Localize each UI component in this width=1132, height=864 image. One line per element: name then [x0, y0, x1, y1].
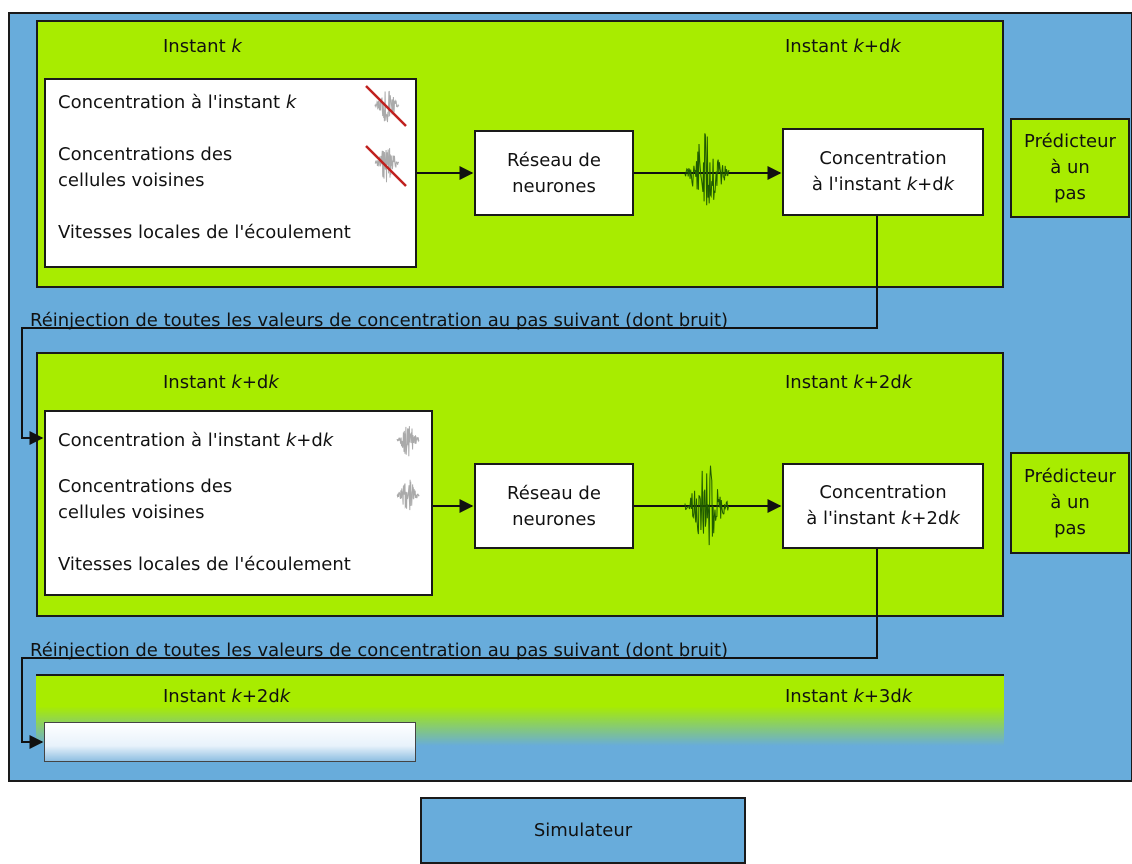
simulator-box: Simulateur [420, 797, 746, 864]
step2-instant-right: Instant k+2dk [785, 372, 913, 393]
step2-instant-left: Instant k+dk [163, 372, 279, 393]
reinjection-arrow-1 [21, 216, 878, 445]
step1-input-concentration: Concentration à l'instant k [58, 92, 297, 113]
noise-signal-icon [684, 465, 730, 546]
step1-output-concentration: Concentration à l'instant k+dk [782, 128, 984, 216]
step3-top-border [36, 674, 1004, 676]
step3-inputs-box [44, 722, 416, 762]
strike-through-icon [365, 145, 407, 187]
reinjection-label-1: Réinjection de toutes les valeurs de con… [30, 310, 729, 331]
step1-instant-right: Instant k+dk [785, 36, 901, 57]
reinjection-arrow-2 [21, 549, 878, 749]
step2-inputs-box [44, 410, 433, 596]
step2-neural-network: Réseau de neurones [474, 463, 634, 549]
step1-inputs-box [44, 78, 417, 268]
step1-input-neighbors: Concentrations des cellules voisines [58, 144, 233, 191]
step1-instant-left: Instant k [163, 36, 242, 57]
gray-noise-icon [396, 479, 420, 511]
step2-input-neighbors: Concentrations des cellules voisines [58, 476, 233, 523]
step1-neural-network: Réseau de neurones [474, 130, 634, 216]
step2-input-velocities: Vitesses locales de l'écoulement [58, 554, 351, 575]
gray-noise-icon [396, 426, 420, 457]
gray-noise-icon [374, 148, 400, 183]
step1-input-velocities: Vitesses locales de l'écoulement [58, 222, 351, 243]
noise-signal-icon [684, 133, 730, 206]
gray-noise-icon [374, 90, 400, 123]
reinjection-label-2: Réinjection de toutes les valeurs de con… [30, 640, 729, 661]
step2-input-concentration: Concentration à l'instant k+dk [58, 430, 334, 451]
step3-instant-left: Instant k+2dk [163, 686, 291, 707]
step3-instant-right: Instant k+3dk [785, 686, 913, 707]
strike-through-icon [365, 85, 407, 127]
step2-output-concentration: Concentration à l'instant k+2dk [782, 463, 984, 549]
